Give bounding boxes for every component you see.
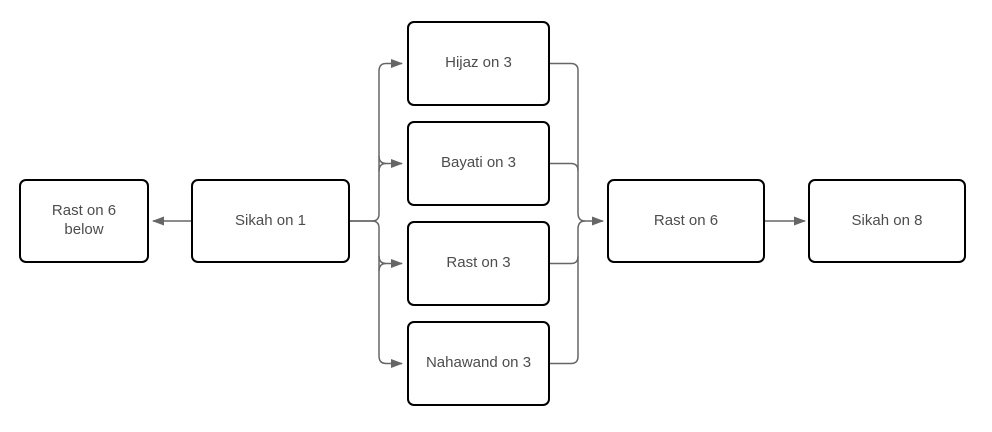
edge-sikah1-to-hijaz3: [350, 59, 403, 222]
node-label: Rast on 6: [653, 211, 719, 229]
edge-sikah1-to-nahawand3: [350, 220, 403, 368]
edge-hijaz3-to-rast6: [550, 62, 604, 226]
edge-rast3-to-rast6: [550, 256, 579, 265]
node-label: Hijaz on 3: [445, 54, 512, 72]
node-label: Rast on 3: [446, 254, 511, 272]
node-label: Sikah on 1: [235, 211, 306, 229]
node-rast-on-6[interactable]: Rast on 6: [607, 179, 765, 263]
node-label: Bayati on 3: [440, 154, 517, 172]
node-hijaz-on-3[interactable]: Hijaz on 3: [407, 21, 550, 106]
node-nahawand-on-3[interactable]: Nahawand on 3: [407, 321, 550, 406]
node-bayati-on-3[interactable]: Bayati on 3: [407, 121, 550, 206]
node-rast-on-6-below[interactable]: Rast on 6 below: [19, 179, 149, 263]
node-rast-on-3[interactable]: Rast on 3: [407, 221, 550, 306]
node-sikah-on-8[interactable]: Sikah on 8: [808, 179, 966, 263]
edge-sikah1-to-rast3: [378, 255, 403, 268]
node-label: Nahawand on 3: [425, 354, 532, 372]
node-sikah-on-1[interactable]: Sikah on 1: [191, 179, 350, 263]
edge-bayati3-to-rast6: [550, 162, 579, 171]
node-label: Sikah on 8: [851, 211, 923, 229]
edge-sikah1-to-bayati3: [378, 155, 403, 168]
node-label: Rast on 6 below: [51, 202, 117, 238]
edge-nahawand3-to-rast6: [550, 220, 586, 365]
